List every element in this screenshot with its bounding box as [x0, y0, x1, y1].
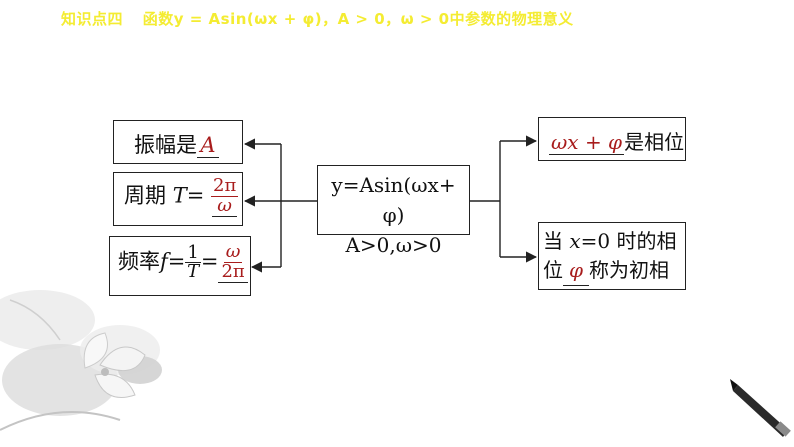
frequency-label: 频率	[118, 249, 160, 274]
frequency-equals-1: =	[167, 249, 186, 274]
frequency-answer-numerator: ω	[223, 241, 243, 263]
function-conditions: A>0,ω>0	[345, 233, 442, 257]
initial-phase-line-1: 当 x=0 时的相	[543, 227, 685, 256]
page-title: 知识点四 函数y = Asin(ωx + φ)，A > 0，ω > 0中参数的物…	[61, 8, 574, 29]
frequency-answer-denominator: 2π	[218, 262, 248, 283]
title-label: 知识点四	[61, 10, 124, 28]
title-text: 函数y = Asin(ωx + φ)，A > 0，ω > 0中参数的物理意义	[142, 10, 574, 28]
brush-decoration	[730, 379, 791, 437]
phase-label: 是相位	[624, 130, 685, 154]
frequency-box: 频率f= 1 T = ω 2π	[109, 236, 251, 296]
period-label: 周期	[124, 183, 173, 208]
period-box: 周期 T= 2π ω	[113, 172, 243, 226]
amplitude-label: 振幅是	[134, 133, 197, 157]
amplitude-answer: A	[197, 133, 219, 158]
phase-answer: ωx + φ	[549, 130, 625, 155]
frequency-denominator: T	[187, 261, 200, 283]
period-equals: =	[186, 183, 205, 208]
frequency-numerator: 1	[185, 241, 201, 264]
initial-phase-answer: φ	[563, 256, 589, 286]
frequency-variable: f	[160, 249, 168, 274]
initial-phase-text-2b: 称为初相	[589, 258, 669, 282]
frequency-fraction: 1 T	[185, 241, 201, 283]
function-formula: y=Asin(ωx+ φ)	[331, 173, 456, 227]
function-box: y=Asin(ωx+ φ) A>0,ω>0	[317, 165, 470, 257]
period-answer-denominator: ω	[212, 196, 237, 217]
initial-phase-text-1b: =0 时的相	[580, 229, 677, 253]
period-variable: T	[172, 183, 187, 208]
initial-phase-variable: x	[569, 229, 581, 253]
initial-phase-text-2a: 位	[543, 258, 563, 282]
frequency-equals-2: =	[200, 249, 219, 274]
period-answer-numerator: 2π	[211, 175, 239, 197]
period-answer-fraction: 2π ω	[211, 175, 239, 217]
initial-phase-text-1a: 当	[543, 229, 570, 253]
flower-decoration	[0, 290, 162, 431]
frequency-answer-fraction: ω 2π	[218, 241, 248, 283]
